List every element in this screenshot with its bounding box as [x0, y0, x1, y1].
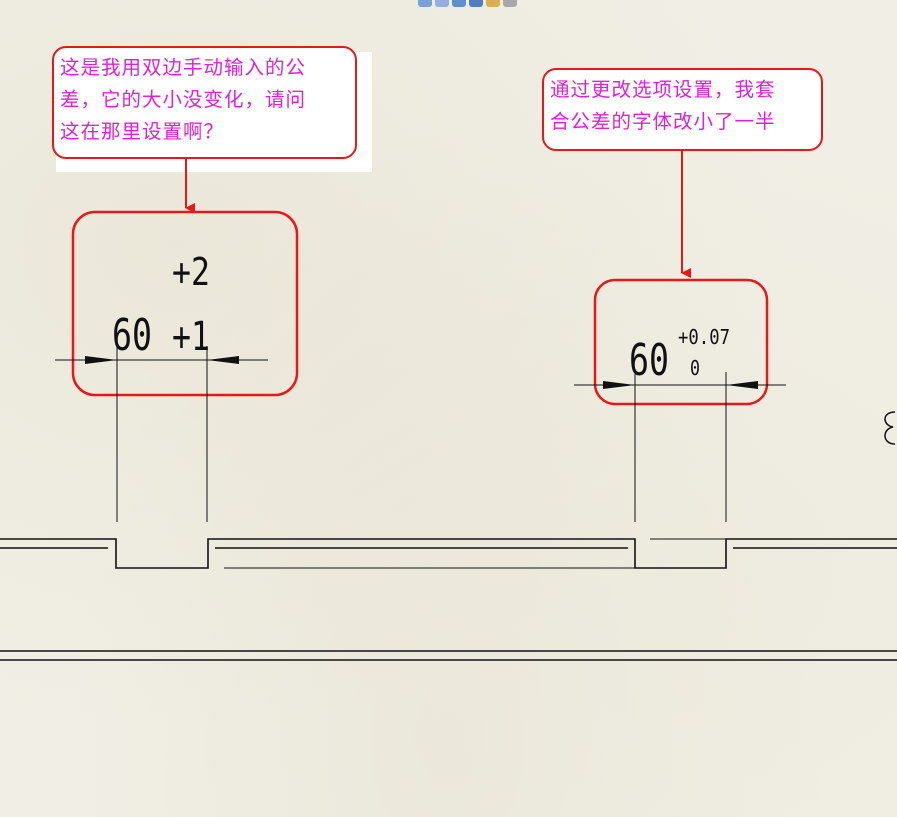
highlight-box-right: [593, 278, 769, 406]
callout-left-line-3: 这在那里设置啊？: [60, 120, 225, 143]
callout-right-line-1: 通过更改选项设置，我套: [550, 78, 776, 101]
toolbar-icon-2[interactable]: [435, 0, 449, 7]
dim-left-lower-tol: +1: [172, 314, 210, 360]
dimension-right[interactable]: [574, 372, 786, 522]
dimension-left[interactable]: [55, 346, 268, 522]
highlight-box-left: [71, 210, 299, 397]
callout-left-line-1: 这是我用双边手动输入的公: [60, 56, 307, 79]
toolbar-icon-6[interactable]: [503, 0, 517, 7]
shaft-bottom-edge[interactable]: [0, 650, 897, 661]
toolbar-strip: [418, 0, 517, 8]
callout-right: 通过更改选项设置，我套 合公差的字体改小了一半: [542, 68, 823, 151]
dim-left-upper-tol: +2: [172, 250, 210, 294]
callout-left: 这是我用双边手动输入的公 差，它的大小没变化，请问 这在那里设置啊？: [52, 46, 357, 159]
toolbar-icon-3[interactable]: [452, 0, 466, 7]
dim-right-upper-tol: +0.07: [678, 325, 730, 349]
dim-right-nominal: 60: [629, 335, 669, 386]
part-outline[interactable]: [0, 538, 897, 569]
toolbar-icon-4[interactable]: [469, 0, 483, 7]
dim-left-nominal: 60: [112, 310, 152, 361]
callout-left-line-2: 差，它的大小没变化，请问: [60, 88, 307, 111]
toolbar-icon-1[interactable]: [418, 0, 432, 7]
dim-right-lower-tol: 0: [690, 356, 700, 380]
partial-symbol-right-edge: [884, 411, 896, 445]
callout-right-line-2: 合公差的字体改小了一半: [550, 110, 776, 133]
toolbar-icon-5[interactable]: [486, 0, 500, 7]
